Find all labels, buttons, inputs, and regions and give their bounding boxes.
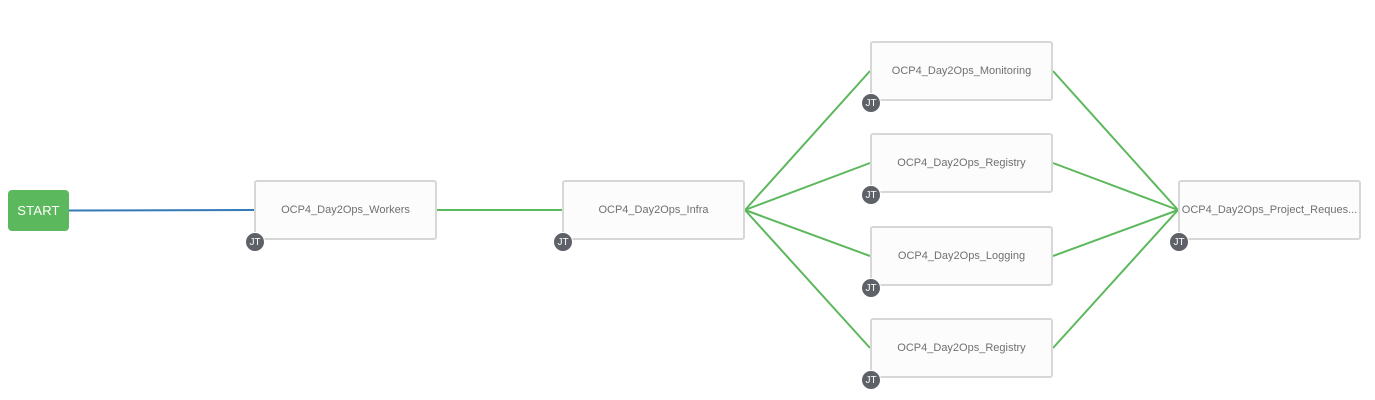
link-n5-to-n7[interactable]	[1052, 209, 1179, 257]
workflow-node-registry-2[interactable]: OCP4_Day2Ops_Registry JT	[861, 318, 1053, 390]
workflow-node-infra[interactable]: OCP4_Day2Ops_Infra JT	[553, 180, 745, 252]
workflow-node-registry[interactable]: OCP4_Day2Ops_Registry JT	[861, 133, 1053, 205]
link-n2-to-n3[interactable]	[744, 70, 871, 211]
link-n2-to-n5[interactable]	[744, 209, 871, 257]
job-template-badge: JT	[861, 93, 881, 113]
node-name: OCP4_Day2Ops_Monitoring	[891, 65, 1032, 77]
start-node[interactable]: START	[8, 190, 69, 231]
job-template-badge: JT	[553, 232, 573, 252]
job-template-badge: JT	[245, 232, 265, 252]
link-n2-to-n6[interactable]	[744, 209, 871, 349]
job-template-badge: JT	[861, 370, 881, 390]
start-node-label: START	[17, 203, 60, 218]
link-n2-to-n4[interactable]	[744, 162, 871, 211]
job-template-badge: JT	[861, 185, 881, 205]
node-name: OCP4_Day2Ops_Project_Reques...	[1181, 204, 1358, 216]
node-name: OCP4_Day2Ops_Logging	[897, 250, 1026, 262]
node-name: OCP4_Day2Ops_Workers	[281, 204, 410, 216]
node-name: OCP4_Day2Ops_Infra	[598, 204, 709, 216]
job-template-badge: JT	[861, 278, 881, 298]
link-n6-to-n7[interactable]	[1052, 209, 1179, 349]
link-start-to-n1[interactable]	[68, 209, 255, 212]
node-name: OCP4_Day2Ops_Registry	[897, 342, 1026, 354]
workflow-node-monitoring[interactable]: OCP4_Day2Ops_Monitoring JT	[861, 41, 1053, 113]
node-name: OCP4_Day2Ops_Registry	[897, 157, 1026, 169]
link-n4-to-n7[interactable]	[1052, 162, 1179, 211]
workflow-node-workers[interactable]: OCP4_Day2Ops_Workers JT	[245, 180, 437, 252]
job-template-badge: JT	[1169, 232, 1189, 252]
workflow-node-project-request[interactable]: OCP4_Day2Ops_Project_Reques... JT	[1169, 180, 1361, 252]
workflow-node-logging[interactable]: OCP4_Day2Ops_Logging JT	[861, 226, 1053, 298]
link-n3-to-n7[interactable]	[1052, 70, 1179, 211]
